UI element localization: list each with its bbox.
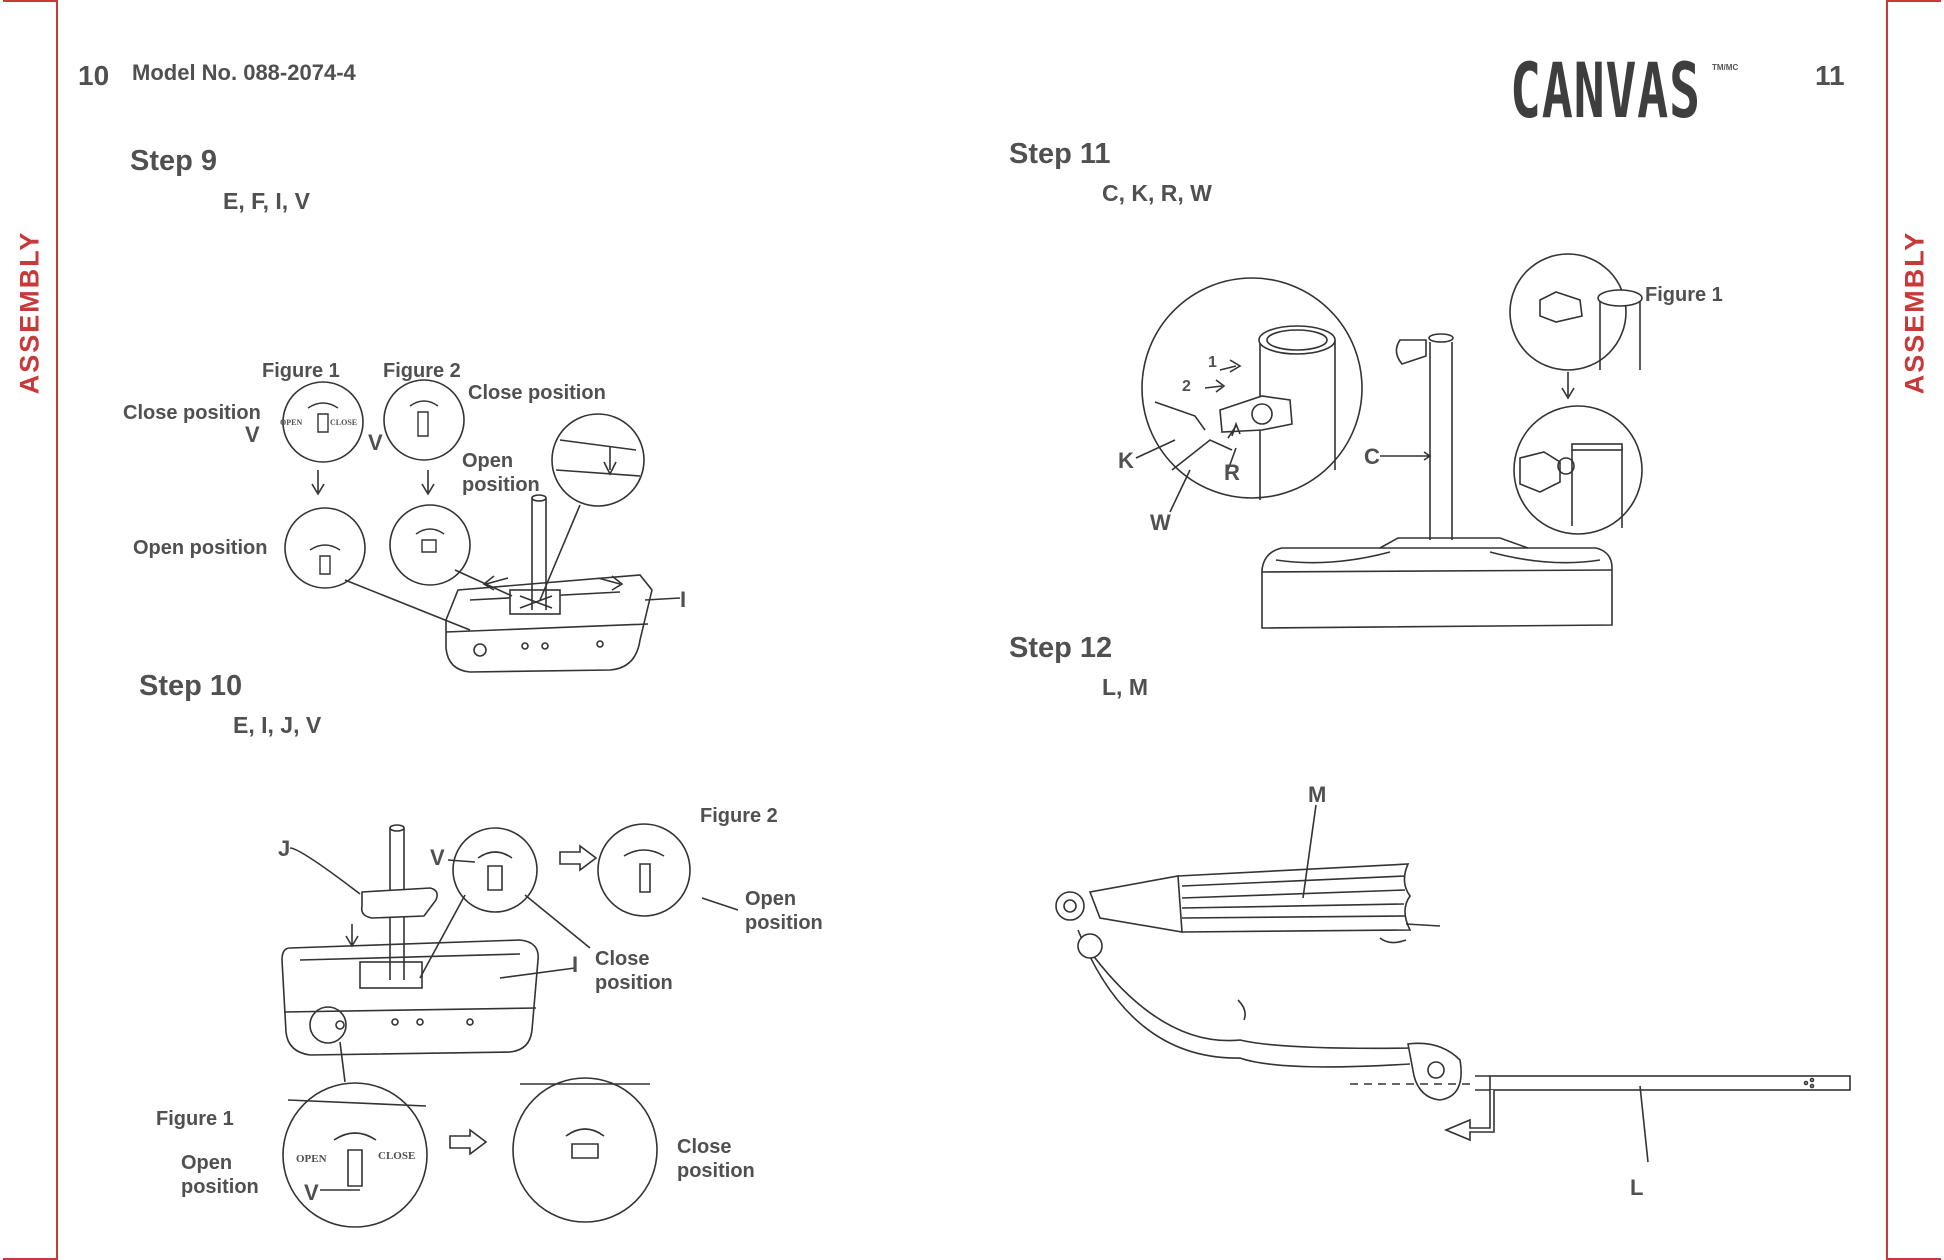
step9-v-label-2: V bbox=[368, 430, 383, 455]
step10-i-label: I bbox=[572, 952, 579, 977]
step10-v-label-1: V bbox=[430, 845, 445, 870]
step10-position-label-c: position bbox=[181, 1176, 259, 1198]
brand-trademark: TM/MC bbox=[1712, 63, 1739, 72]
left-side-tab: ASSEMBLY bbox=[3, 0, 58, 1260]
step9-open-label: Open bbox=[462, 450, 514, 472]
step11-c-label: C bbox=[1364, 444, 1380, 469]
step11-title: Step 11 bbox=[1009, 138, 1111, 170]
step11-r-label: R bbox=[1224, 460, 1240, 485]
step12-title: Step 12 bbox=[1009, 632, 1113, 664]
step9-close-position-1: Close position bbox=[123, 402, 261, 424]
step11-parts: C, K, R, W bbox=[1102, 180, 1212, 206]
step12-parts: L, M bbox=[1102, 674, 1148, 700]
step11-k-label: K bbox=[1118, 448, 1134, 473]
step12-m-label: M bbox=[1308, 782, 1327, 807]
step11-w-label: W bbox=[1150, 510, 1171, 535]
step10-fig1-dial-open: OPEN bbox=[296, 1153, 327, 1165]
model-number: Model No. 088-2074-4 bbox=[132, 60, 356, 85]
step12-l-label: L bbox=[1630, 1175, 1644, 1200]
step9-position-label: position bbox=[462, 474, 540, 496]
step9-v-label-1: V bbox=[245, 422, 260, 447]
step10-v-label-2: V bbox=[304, 1180, 319, 1205]
step10-position-label-a: position bbox=[745, 912, 823, 934]
step10-close-label: Close bbox=[595, 948, 650, 970]
brand-logo: CANVAS bbox=[1510, 46, 1701, 135]
step9-figure1-label: Figure 1 bbox=[262, 360, 340, 382]
step9-title: Step 9 bbox=[130, 145, 218, 177]
right-side-tab: ASSEMBLY bbox=[1886, 0, 1941, 1260]
step9-fig1-dial-close: CLOSE bbox=[330, 418, 358, 427]
step10-position-label-b: position bbox=[595, 972, 673, 994]
step9-fig1-dial-open: OPEN bbox=[280, 418, 303, 427]
step10-open-label: Open bbox=[745, 888, 797, 910]
step10-position-label-d: position bbox=[677, 1160, 755, 1182]
step10-open-label-c: Open bbox=[181, 1152, 233, 1174]
step10-figure1-label: Figure 1 bbox=[156, 1108, 234, 1130]
step10-parts: E, I, J, V bbox=[233, 712, 322, 738]
step9-open-position-1: Open position bbox=[133, 537, 268, 559]
step11-figure1-label: Figure 1 bbox=[1645, 284, 1723, 306]
step10-title: Step 10 bbox=[139, 670, 243, 702]
step10-j-label: J bbox=[278, 836, 291, 861]
step9-i-label: I bbox=[680, 587, 687, 612]
step11-num1-label: 1 bbox=[1208, 354, 1217, 371]
step9-parts: E, F, I, V bbox=[223, 188, 310, 214]
left-page-number: 10 bbox=[78, 60, 110, 91]
step10-fig1-dial-close: CLOSE bbox=[378, 1150, 416, 1162]
step9-figure2-label: Figure 2 bbox=[383, 360, 461, 382]
step11-num2-label: 2 bbox=[1182, 378, 1191, 395]
right-page-number: 11 bbox=[1815, 60, 1845, 91]
step9-close-position-2: Close position bbox=[468, 382, 606, 404]
step10-figure2-label: Figure 2 bbox=[700, 805, 778, 827]
step10-close-label-d: Close bbox=[677, 1136, 732, 1158]
